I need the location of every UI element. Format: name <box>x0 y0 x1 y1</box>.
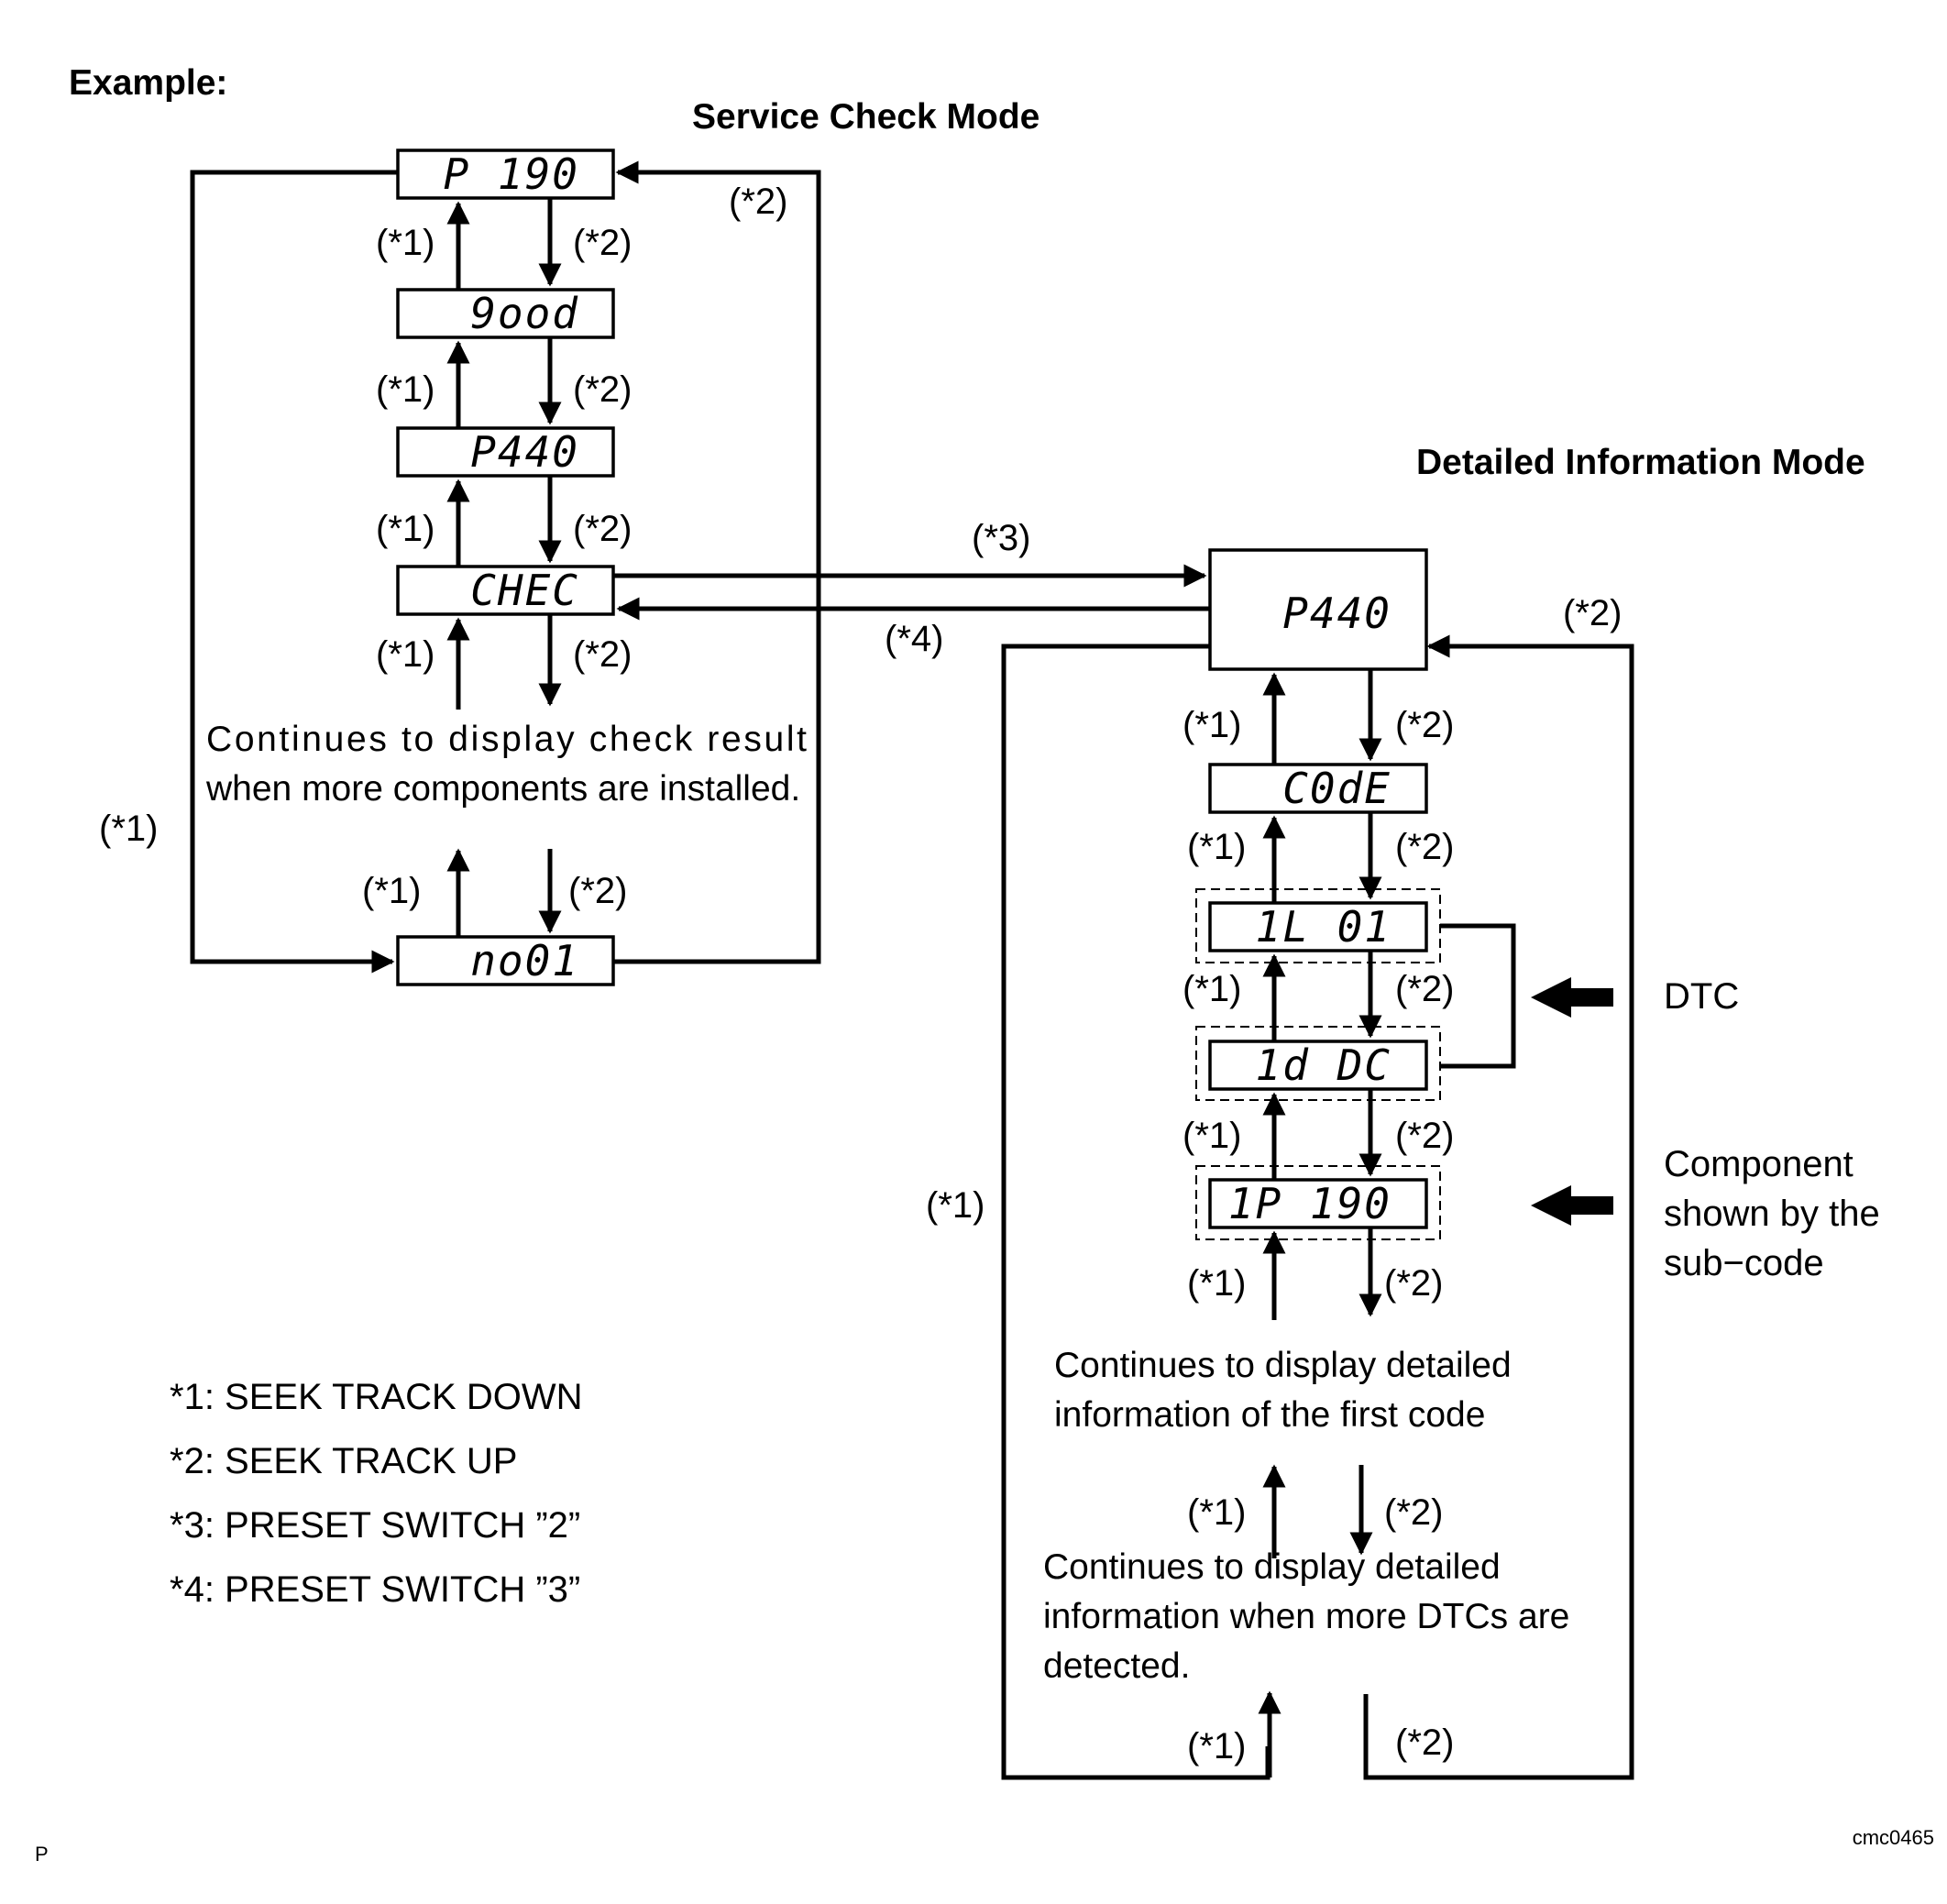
detail-main-display: P440 <box>1208 548 1428 671</box>
legend-item-2: *2: SEEK TRACK UP <box>170 1441 517 1481</box>
svg-text:(*1): (*1) <box>1182 969 1241 1009</box>
svg-text:(*1): (*1) <box>1187 1492 1246 1533</box>
detailed-mode-title: Detailed Information Mode <box>1416 443 1865 482</box>
svg-text:P 190: P 190 <box>444 149 579 199</box>
svg-text:(*1): (*1) <box>1182 705 1241 745</box>
svg-text:(*2): (*2) <box>1395 827 1454 867</box>
detail-arrows <box>1262 669 1382 1558</box>
legend: *1: SEEK TRACK DOWN *2: SEEK TRACK UP *3… <box>170 1377 582 1610</box>
svg-text:(*2): (*2) <box>1384 1263 1443 1304</box>
svg-text:(*1): (*1) <box>1182 1116 1241 1156</box>
svg-text:P440: P440 <box>1282 589 1392 638</box>
svg-text:(*2): (*2) <box>1384 1492 1443 1533</box>
service-display-4: CHEC <box>396 565 615 616</box>
svg-text:(*1): (*1) <box>1187 1726 1246 1766</box>
svg-text:(*2): (*2) <box>1563 593 1622 633</box>
svg-text:(*2): (*2) <box>573 223 632 263</box>
service-display-2: 9ood <box>396 288 615 339</box>
service-mode-title: Service Check Mode <box>692 97 1040 137</box>
svg-text:(*2): (*2) <box>1395 1722 1454 1763</box>
svg-text:1L_01: 1L_01 <box>1256 902 1392 952</box>
detail-arrow-labels: (*1) (*2) (*2) (*1) (*2) (*1) (*2) (*1) … <box>926 593 1622 1766</box>
detail-more-note-3: detected. <box>1043 1646 1190 1686</box>
component-label-1: Component <box>1664 1144 1854 1184</box>
service-continue-note-2: when more components are installed. <box>205 769 800 809</box>
legend-item-1: *1: SEEK TRACK DOWN <box>170 1377 582 1417</box>
detail-display-dtc-1: 1L_01 <box>1208 901 1428 952</box>
legend-item-4: *4: PRESET SWITCH ”3” <box>170 1569 580 1610</box>
detail-loop-right <box>1363 634 1634 1780</box>
svg-text:no01: no01 <box>470 936 579 985</box>
transition-label-4: (*4) <box>885 619 943 659</box>
svg-text:(*2): (*2) <box>1395 969 1454 1009</box>
detail-display-subcode: 1P_190 <box>1208 1178 1428 1229</box>
svg-text:(*2): (*2) <box>568 871 627 911</box>
component-label-2: shown by the <box>1664 1194 1880 1234</box>
detail-continue-note-1: Continues to display detailed <box>1054 1346 1512 1385</box>
service-display-5: no01 <box>396 935 615 986</box>
subcode-dashed-group <box>1195 1165 1441 1240</box>
svg-text:(*1): (*1) <box>99 809 158 849</box>
svg-text:(*1): (*1) <box>376 369 434 410</box>
svg-text:1d_DC: 1d_DC <box>1256 1040 1392 1090</box>
svg-text:(*2): (*2) <box>1395 705 1454 745</box>
example-label: Example: <box>69 63 227 103</box>
footer-code: cmc0465 <box>1853 1826 1934 1849</box>
detail-display-dtc-2: 1d_DC <box>1208 1040 1428 1091</box>
svg-text:P440: P440 <box>470 427 579 477</box>
service-continue-note-1: Continues to display check result <box>206 720 807 759</box>
svg-text:(*2): (*2) <box>573 369 632 410</box>
svg-text:(*1): (*1) <box>1187 1263 1246 1304</box>
service-arrow-labels: (*1) (*2) (*2) (*1) (*2) (*1) (*2) (*1) … <box>99 182 787 911</box>
service-display-1: P 190 <box>396 149 615 200</box>
transition-label-3: (*3) <box>972 518 1030 558</box>
service-arrows <box>446 198 562 937</box>
detail-more-note-2: information when more DTCs are <box>1043 1597 1569 1636</box>
svg-text:9ood: 9ood <box>470 289 579 338</box>
svg-text:1P_190: 1P_190 <box>1228 1179 1392 1228</box>
svg-text:CHEC: CHEC <box>470 566 579 615</box>
footer-left: P <box>35 1843 49 1865</box>
svg-text:C0dE: C0dE <box>1282 764 1392 813</box>
subcode-pointer-arrow <box>1531 1185 1613 1226</box>
detail-continue-note-2: information of the first code <box>1054 1395 1485 1435</box>
dtc-dashed-group-2 <box>1195 1026 1441 1101</box>
svg-text:(*2): (*2) <box>573 509 632 549</box>
svg-text:(*1): (*1) <box>1187 827 1246 867</box>
svg-text:(*1): (*1) <box>362 871 421 911</box>
dtc-pointer-arrow <box>1531 977 1613 1018</box>
legend-item-3: *3: PRESET SWITCH ”2” <box>170 1505 580 1546</box>
detail-more-note-1: Continues to display detailed <box>1043 1547 1501 1587</box>
svg-text:(*1): (*1) <box>376 509 434 549</box>
dtc-bracket <box>1440 923 1516 1069</box>
service-loop-left <box>190 170 397 974</box>
svg-text:(*2): (*2) <box>1395 1116 1454 1156</box>
detail-display-code: C0dE <box>1208 763 1428 814</box>
dtc-label: DTC <box>1664 976 1739 1017</box>
svg-text:(*1): (*1) <box>376 634 434 675</box>
service-display-3: P440 <box>396 426 615 478</box>
svg-text:(*1): (*1) <box>926 1185 984 1226</box>
service-loop-right <box>612 160 821 964</box>
svg-text:(*1): (*1) <box>376 223 434 263</box>
svg-text:(*2): (*2) <box>573 634 632 675</box>
svg-text:(*2): (*2) <box>729 182 787 222</box>
component-label-3: sub−code <box>1664 1243 1824 1283</box>
